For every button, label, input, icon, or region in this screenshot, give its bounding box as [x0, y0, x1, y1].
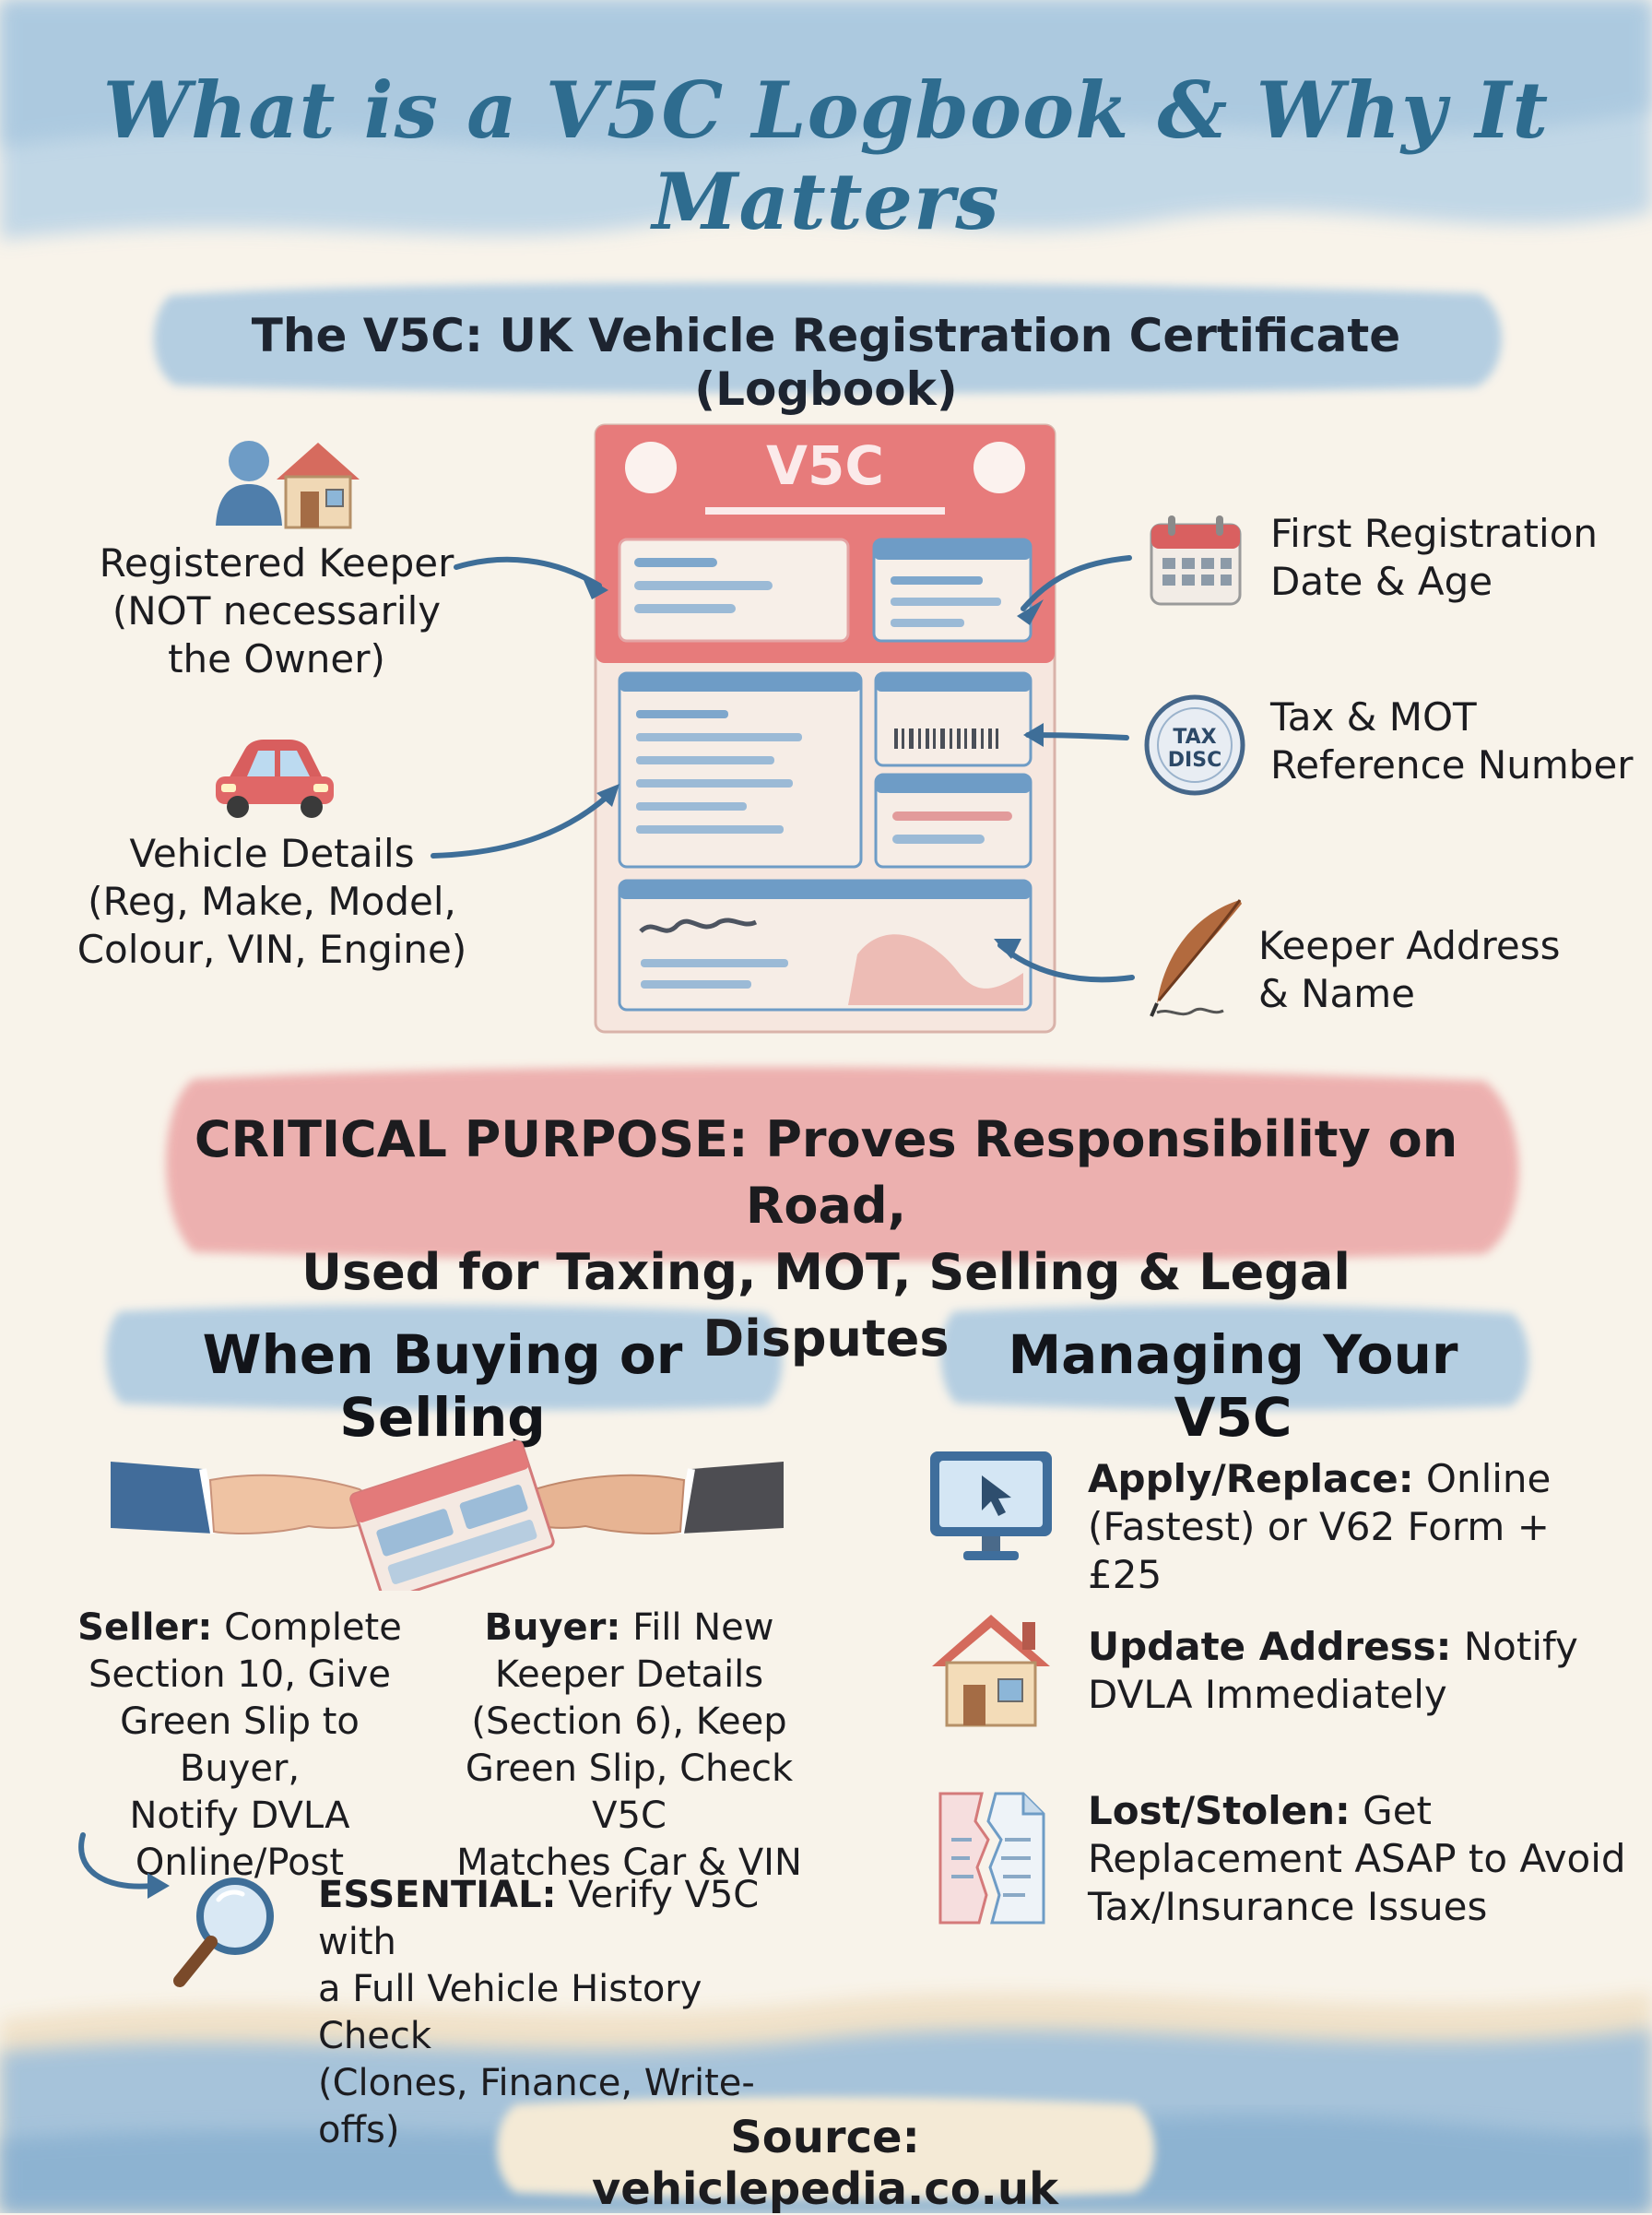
essential-history-check: ESSENTIAL: Verify V5C with a Full Vehicl…	[318, 1874, 760, 2151]
tax-disc-icon: TAX DISC	[1144, 694, 1245, 796]
critical-purpose-banner: CRITICAL PURPOSE: Proves Responsibility …	[194, 1110, 1458, 1368]
buying-selling-heading: When Buying or Selling	[202, 1323, 683, 1449]
svg-text:DISC: DISC	[1168, 749, 1221, 772]
quill-icon	[1150, 899, 1242, 1017]
first-registration-label: First Registration Date & Age	[1270, 511, 1599, 604]
source-credit: Source: vehiclepedia.co.uk	[591, 2112, 1059, 2215]
monitor-cursor-icon	[930, 1451, 1052, 1560]
house-icon	[932, 1615, 1050, 1727]
subtitle: The V5C: UK Vehicle Registration Certifi…	[251, 309, 1401, 416]
handshake-icon	[111, 1439, 784, 1591]
person-house-icon	[216, 441, 360, 529]
v5c-card-illustration: V5C	[594, 423, 1056, 1034]
tax-mot-label: Tax & MOT Reference Number	[1270, 694, 1634, 788]
apply-replace-item: Apply/Replace: Online (Fastest) or V62 F…	[1088, 1456, 1552, 1597]
buyer-instructions: Buyer: Fill New Keeper Details (Section …	[456, 1606, 802, 1884]
lost-stolen-item: Lost/Stolen: Get Replacement ASAP to Avo…	[1088, 1788, 1626, 1929]
update-address-item: Update Address: Notify DVLA Immediately	[1088, 1624, 1578, 1717]
callout-arrows	[431, 555, 1135, 983]
card-title: V5C	[766, 434, 884, 497]
car-icon	[216, 740, 334, 818]
calendar-icon	[1150, 515, 1242, 606]
registered-keeper-label: Registered Keeper (NOT necessarily the O…	[99, 540, 454, 681]
torn-document-icon	[938, 1792, 1045, 1925]
seller-instructions: Seller: Complete Section 10, Give Green …	[77, 1606, 402, 1884]
managing-heading: Managing Your V5C	[1008, 1323, 1458, 1449]
magnifier-icon	[173, 1877, 274, 1987]
curved-arrow-icon	[78, 1832, 170, 1899]
page-title: What is a V5C Logbook & Why It Matters	[102, 65, 1550, 247]
svg-text:TAX: TAX	[1173, 726, 1216, 749]
vehicle-details-label: Vehicle Details (Reg, Make, Model, Colou…	[77, 831, 467, 972]
keeper-address-label: Keeper Address & Name	[1258, 923, 1561, 1016]
